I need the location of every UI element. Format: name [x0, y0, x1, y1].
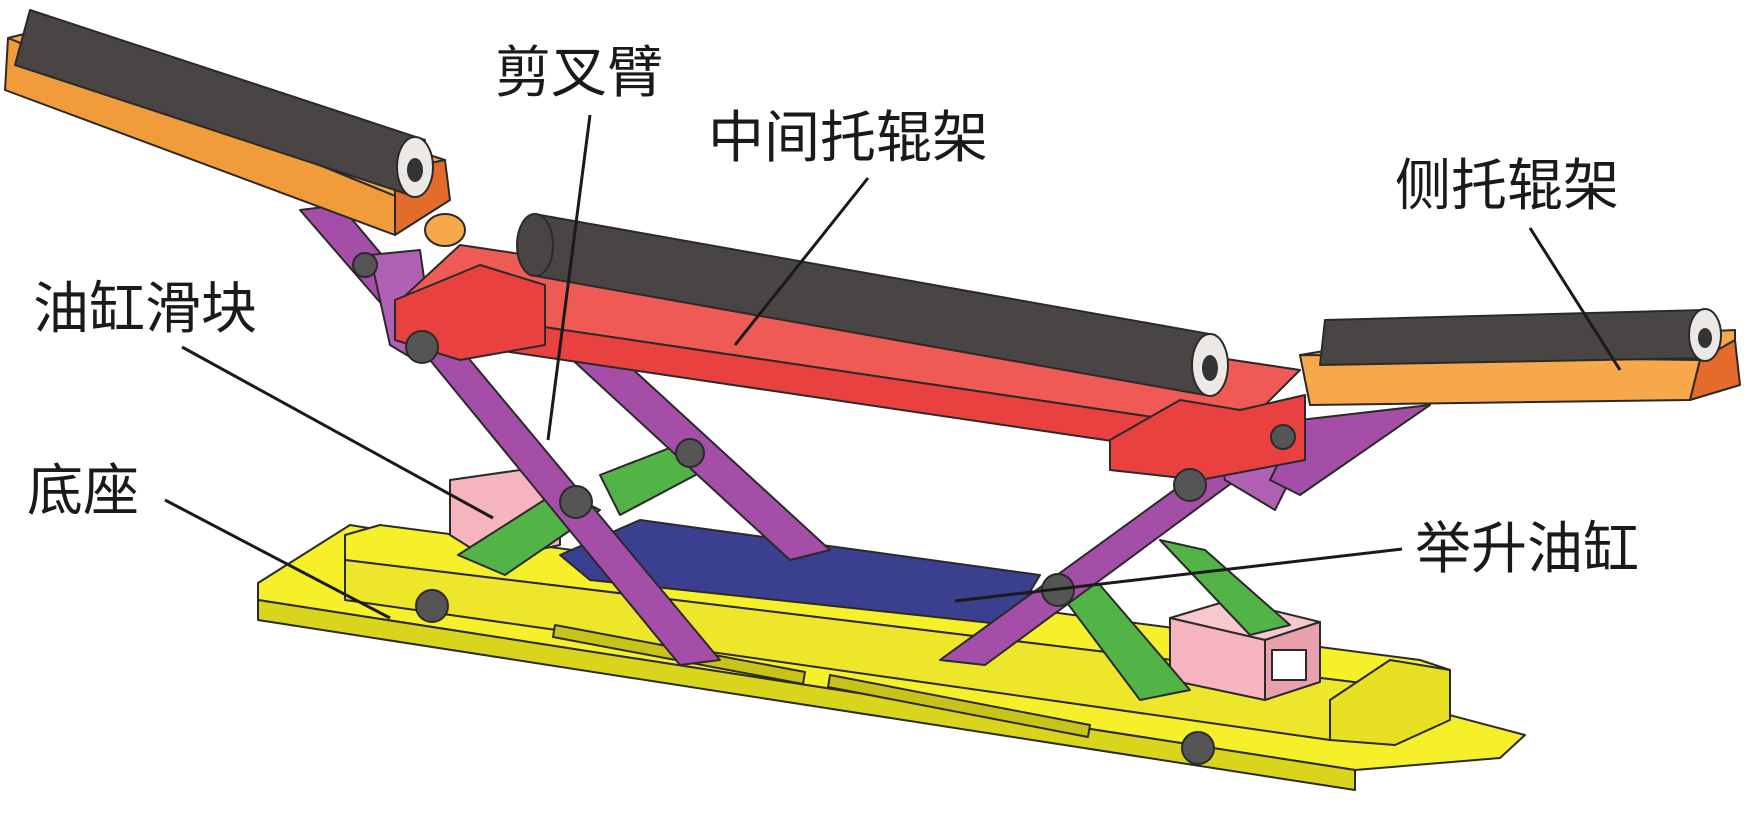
- slider-right-window: [1271, 649, 1307, 681]
- label-cylinder-slider: 油缸滑块: [33, 277, 257, 342]
- pivot-pins: [352, 252, 1296, 607]
- base-slot-right: [827, 674, 1091, 738]
- pin-6: [1270, 424, 1296, 450]
- label-lift-cylinder: 举升油缸: [1415, 517, 1639, 582]
- middle-roller-end-left: [516, 213, 554, 277]
- leader-scissor-arm: [546, 114, 592, 441]
- pin-3: [559, 485, 593, 519]
- label-side-roller-frame: 侧托辊架: [1395, 154, 1619, 219]
- pin-2: [405, 330, 439, 364]
- rollers: [4, 9, 1741, 406]
- leader-side-frame: [1528, 227, 1622, 371]
- base-bolt-left: [415, 589, 449, 623]
- base-rail-right-block: [1329, 659, 1451, 746]
- leader-lift-cylinder: [954, 547, 1403, 603]
- leader-cylinder-slider: [181, 345, 494, 520]
- leader-base: [164, 498, 391, 620]
- label-middle-roller-frame: 中间托辊架: [708, 106, 988, 171]
- label-scissor-arm: 剪叉臂: [495, 41, 663, 106]
- right-side-roller-hub: [1698, 328, 1712, 348]
- text-labels: 剪叉臂 中间托辊架 侧托辊架 油缸滑块 底座 举升油缸: [27, 41, 1639, 582]
- pin-4: [675, 438, 705, 468]
- pin-1: [352, 252, 378, 278]
- label-base: 底座: [27, 459, 139, 524]
- base-bolt-right: [1181, 731, 1215, 765]
- middle-frame-right-bracket: [1109, 394, 1306, 481]
- leader-lines: [164, 114, 1622, 620]
- left-side-bearing: [424, 213, 466, 247]
- left-side-roller-hub: [407, 158, 423, 182]
- right-side-roller-body: [1319, 309, 1711, 366]
- green-link-right-b: [1159, 539, 1291, 636]
- middle-roller-hub: [1202, 355, 1218, 381]
- pin-5: [1173, 468, 1207, 502]
- leader-middle-frame: [733, 177, 870, 346]
- right-side-frame-end: [1689, 339, 1741, 401]
